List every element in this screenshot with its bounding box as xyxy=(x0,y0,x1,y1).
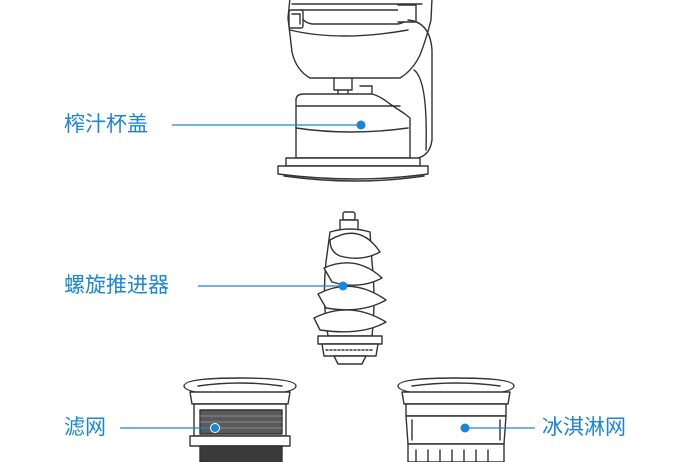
label-juice-cup-lid: 榨汁杯盖 xyxy=(64,112,148,136)
label-auger: 螺旋推进器 xyxy=(64,273,169,297)
callout-dot-auger xyxy=(338,281,348,291)
auger-illustration xyxy=(313,211,387,365)
ice-cream-strainer-illustration xyxy=(397,377,515,462)
label-filter: 滤网 xyxy=(64,415,106,439)
filter-illustration xyxy=(183,377,297,462)
callout-dot-filter xyxy=(210,423,220,433)
juice-cup-lid-illustration xyxy=(277,0,433,182)
label-ice-cream-strainer: 冰淇淋网 xyxy=(542,415,626,439)
callout-dot-ice-cream-strainer xyxy=(460,423,470,433)
callout-dot-juice-cup-lid xyxy=(356,120,366,130)
